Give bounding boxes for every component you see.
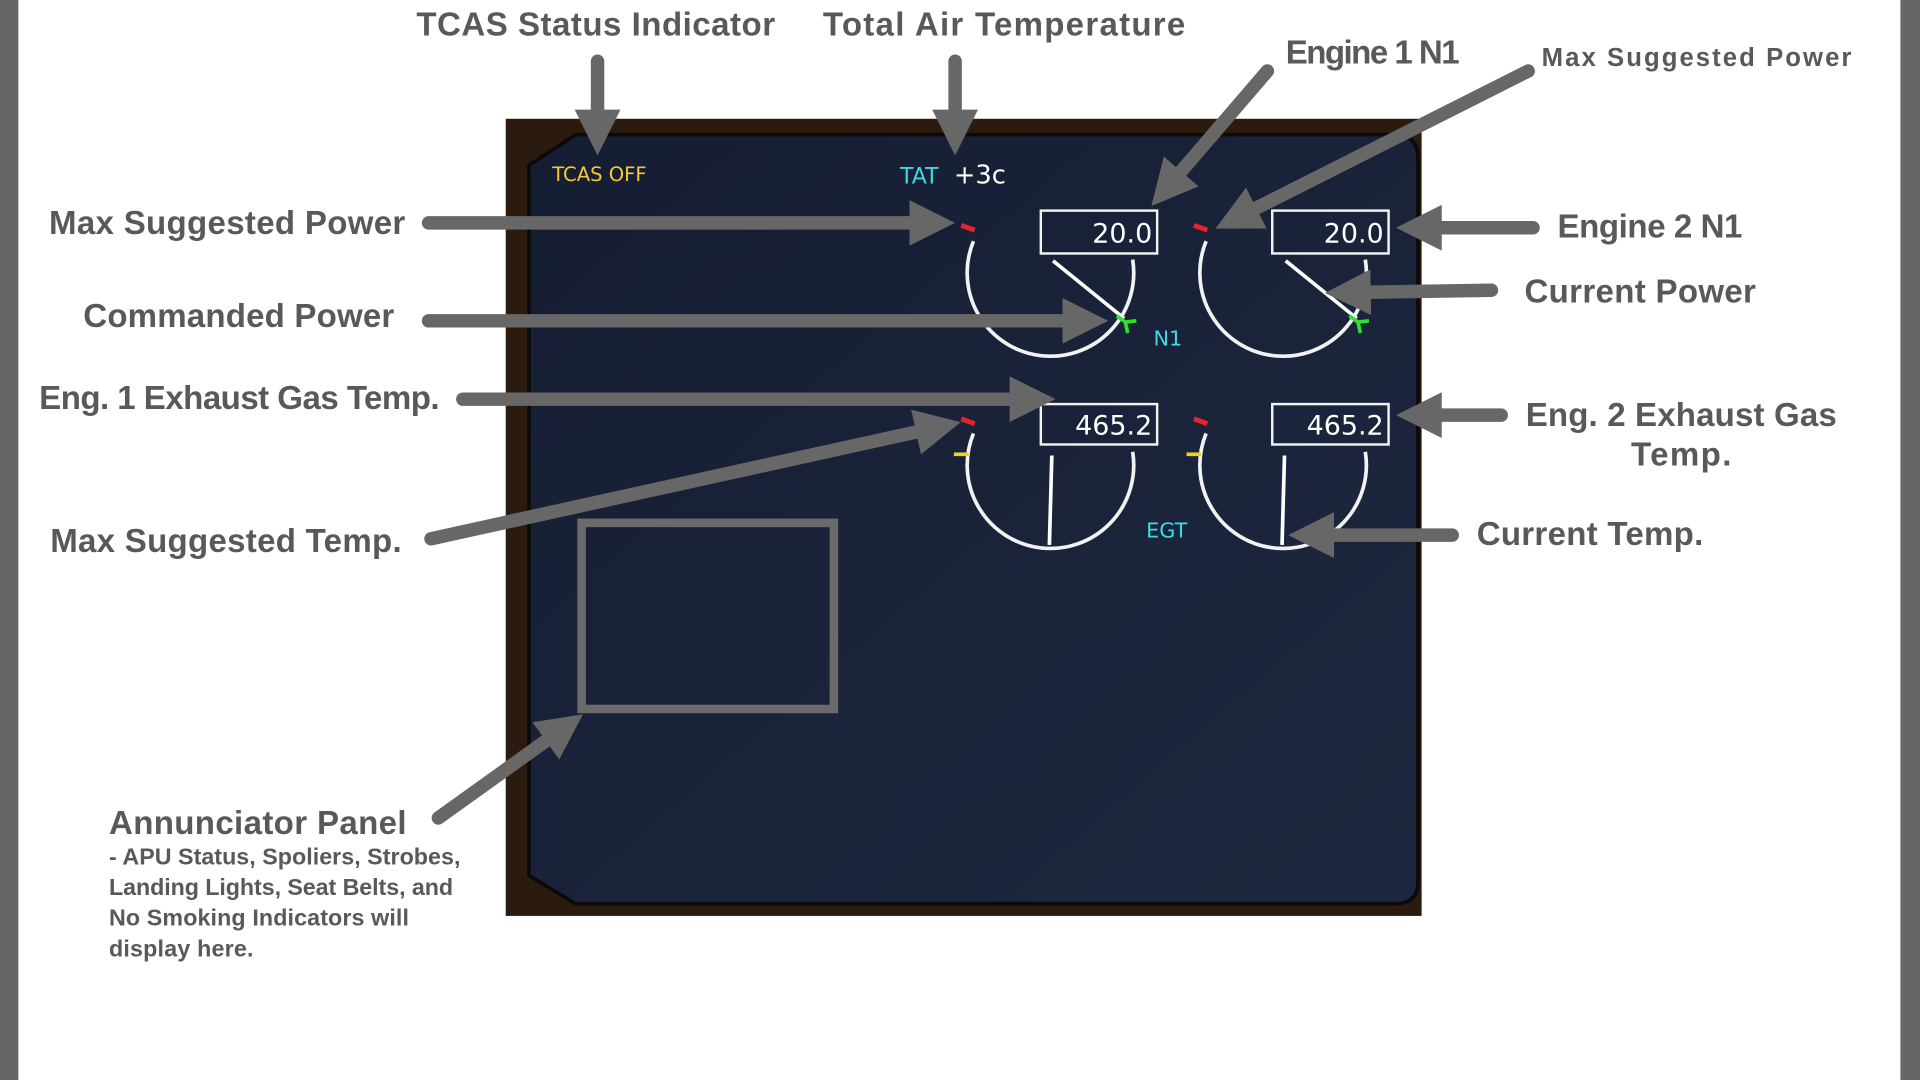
arrow-max-temp [424,409,961,546]
right-edge-bar [1900,0,1920,1080]
egt-arc [1198,432,1369,551]
engine1-n1-value: 20.0 [1092,218,1152,249]
arrow-engine1-n1 [1151,64,1275,207]
tat-value: +3c [954,161,1006,191]
arrow-annunciator [431,714,584,825]
egt-label: EGT [1146,519,1188,543]
n1-readout-box [1039,209,1159,255]
label-current-power: Current Power [1524,273,1756,310]
max-power-tick [1193,223,1209,233]
commanded-power-marker [1348,314,1370,334]
engine2-egt-value: 465.2 [1307,411,1384,442]
arrow-current-power [1324,269,1499,316]
annunciator-desc-line: - APU Status, Spoliers, Strobes, [109,843,460,869]
annunciator-desc-line: Landing Lights, Seat Belts, and [109,874,453,900]
label-commanded-power: Commanded Power [83,298,394,335]
engine-display-panel: TCAS OFF TAT +3c 20.0 20.0 N1 [505,118,1422,916]
egt-readout-box [1039,402,1159,446]
engine2-egt-gauge: 465.2 [1186,402,1390,551]
engine1-egt-gauge: 465.2 [953,402,1159,551]
egt-arc [965,432,1136,551]
current-temp-needle [1280,455,1287,545]
egt-readout-box [1271,402,1390,446]
label-total-air-temperature: Total Air Temperature [823,7,1185,44]
annunciator-desc-line: No Smoking Indicators will [109,905,409,931]
n1-arc [965,240,1136,359]
label-max-suggested-power-right: Max Suggested Power [1542,44,1852,72]
callout-arrows [421,54,1540,825]
label-eng2-egt-line1: Eng. 2 Exhaust Gas [1526,397,1837,434]
n1-readout-box [1271,209,1390,255]
label-eng2-egt-line2: Temp. [1631,436,1731,473]
label-current-temp: Current Temp. [1477,516,1704,553]
max-temp-tick [960,416,976,426]
label-max-suggested-temp: Max Suggested Temp. [50,523,401,560]
tat-label: TAT [899,165,939,190]
left-edge-bar [0,0,19,1080]
commanded-power-marker [1115,314,1137,334]
engine1-egt-value: 465.2 [1075,411,1152,442]
label-engine1-n1: Engine 1 N1 [1286,35,1460,72]
current-temp-needle [1047,455,1054,545]
current-power-needle [1051,259,1126,320]
max-power-tick [960,223,976,233]
label-eng1-egt: Eng. 1 Exhaust Gas Temp. [39,380,439,417]
tcas-status: TCAS OFF [551,163,646,186]
arrow-max-power-right [1215,64,1535,229]
label-engine2-n1: Engine 2 N1 [1558,209,1743,246]
n1-label: N1 [1153,326,1182,350]
annunciator-panel-highlight [577,518,839,714]
annunciator-desc-line: display here. [109,935,253,961]
label-tcas-status-indicator: TCAS Status Indicator [416,7,775,44]
engine1-n1-gauge: 20.0 [960,209,1159,359]
label-annunciator-panel: Annunciator Panel [109,805,407,842]
engine2-n1-value: 20.0 [1324,218,1384,249]
engine2-n1-gauge: 20.0 [1193,209,1390,359]
label-max-suggested-power-left: Max Suggested Power [49,205,405,242]
max-temp-tick [1193,416,1209,426]
